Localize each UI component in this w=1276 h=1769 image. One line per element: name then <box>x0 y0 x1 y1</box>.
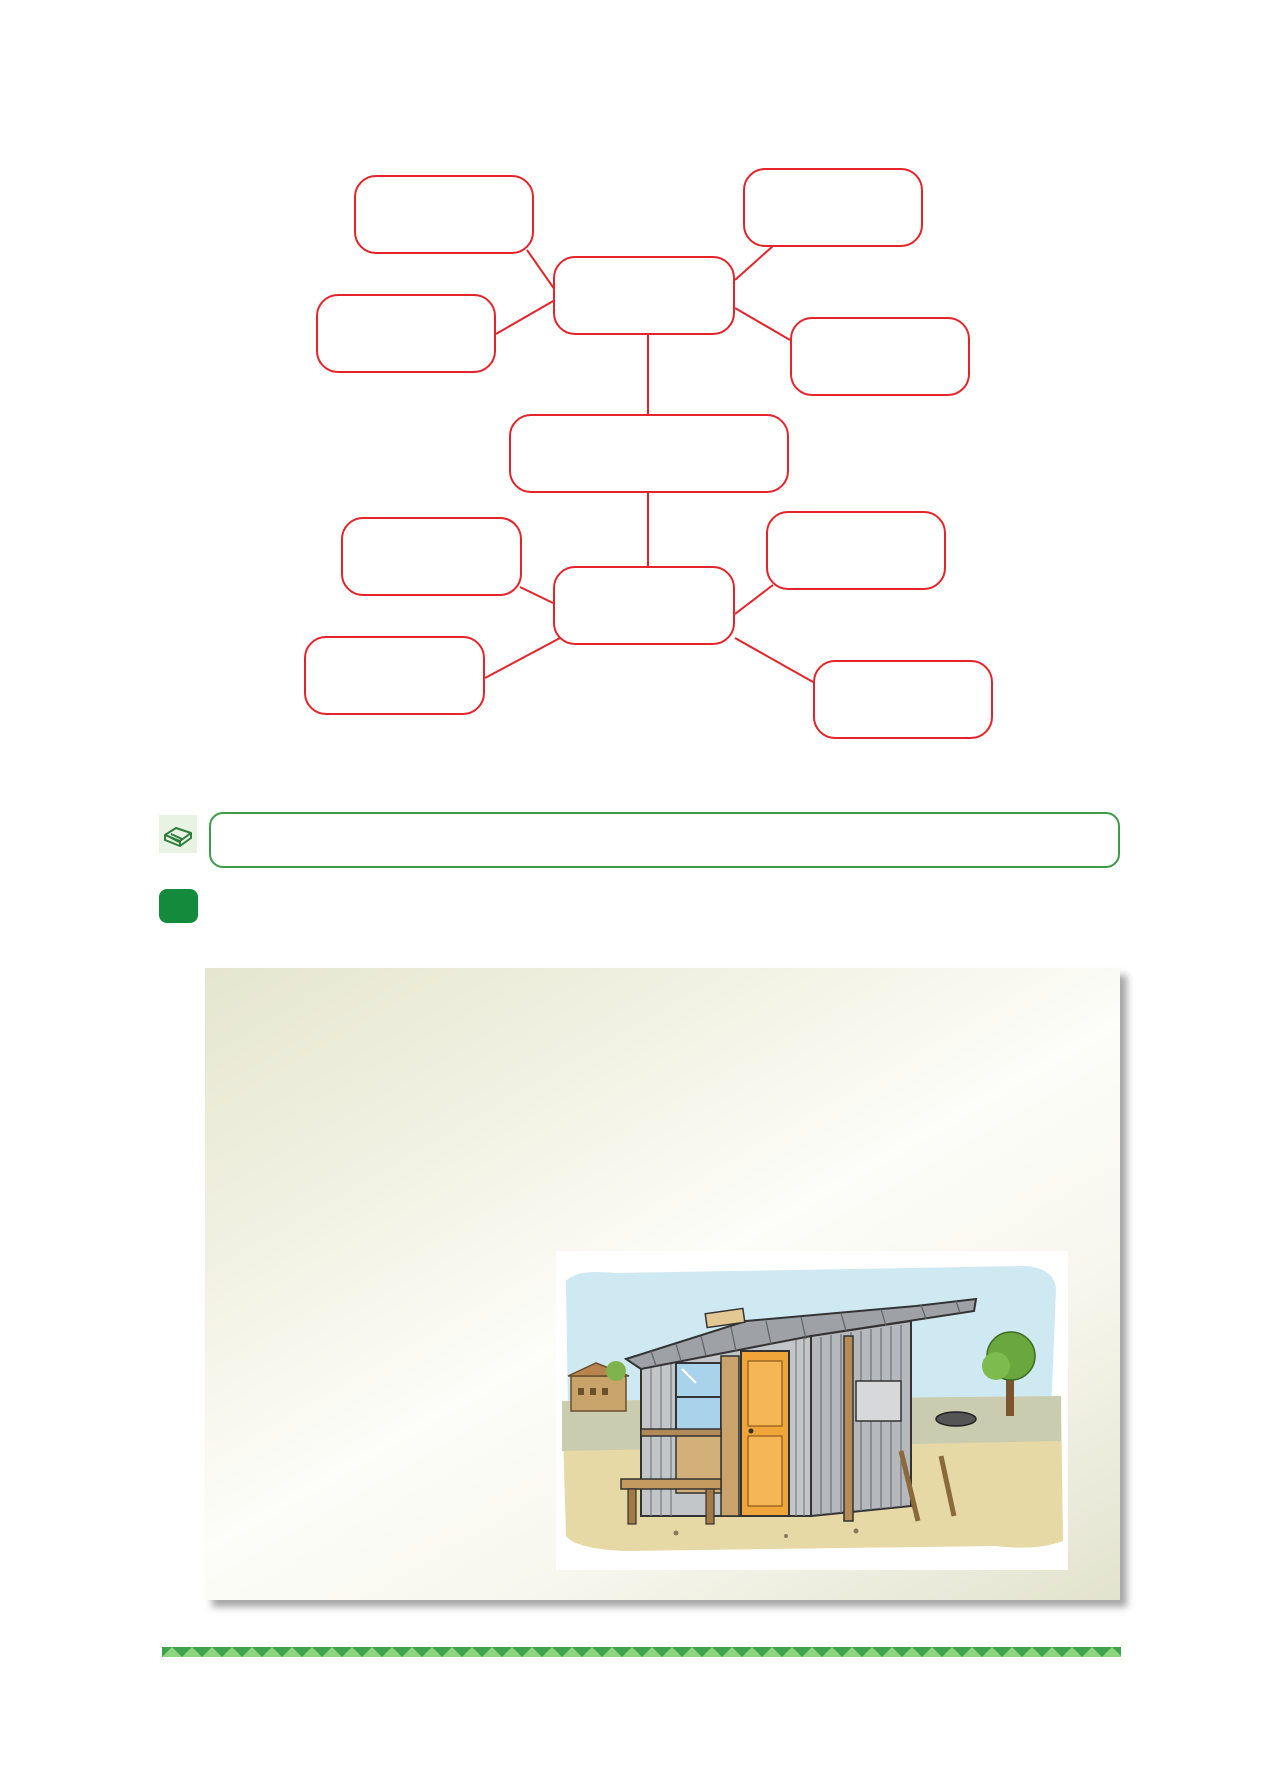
mind-map-node <box>813 660 993 739</box>
footer-triangle <box>282 1647 302 1657</box>
footer-triangle <box>462 1647 482 1657</box>
footer-triangle <box>722 1647 742 1657</box>
shack-illustration <box>556 1251 1068 1570</box>
mind-map-central-node <box>509 414 789 493</box>
footer-triangle <box>982 1647 1002 1657</box>
footer-triangle <box>222 1647 242 1657</box>
footer-triangle <box>482 1647 502 1657</box>
mind-map-node <box>341 517 522 596</box>
connector <box>526 249 556 291</box>
footer-triangle <box>702 1647 722 1657</box>
footer-triangle <box>502 1647 522 1657</box>
footer-triangle <box>882 1647 902 1657</box>
footer-triangle <box>542 1647 562 1657</box>
footer-triangle <box>662 1647 682 1657</box>
instruction-box <box>209 812 1120 868</box>
mind-map-node <box>354 175 534 254</box>
footer-triangle <box>262 1647 282 1657</box>
footer-triangle <box>922 1647 942 1657</box>
activity-marker <box>159 889 198 923</box>
footer-triangle <box>762 1647 782 1657</box>
mind-map-node <box>766 511 946 590</box>
footer-triangle <box>302 1647 322 1657</box>
footer-triangle <box>902 1647 922 1657</box>
footer-triangle <box>622 1647 642 1657</box>
footer-triangle <box>582 1647 602 1657</box>
connector <box>519 586 554 604</box>
footer-triangle <box>182 1647 202 1657</box>
mind-map-hub-node <box>553 566 735 645</box>
footer-triangle <box>1082 1647 1102 1657</box>
connector <box>734 637 814 683</box>
connector <box>495 299 556 335</box>
footer-triangle <box>382 1647 402 1657</box>
footer-triangle <box>782 1647 802 1657</box>
footer-triangle <box>362 1647 382 1657</box>
mind-map-node <box>304 636 485 715</box>
footer-triangle <box>962 1647 982 1657</box>
mind-map-hub-node <box>553 256 735 335</box>
footer-triangle <box>242 1647 262 1657</box>
connector <box>734 307 791 341</box>
footer-triangle <box>862 1647 882 1657</box>
footer-triangle <box>942 1647 962 1657</box>
footer-triangle <box>562 1647 582 1657</box>
footer-triangle <box>422 1647 442 1657</box>
footer-triangle <box>822 1647 842 1657</box>
footer-triangle <box>402 1647 422 1657</box>
mind-map-node <box>743 168 923 247</box>
footer-triangle <box>442 1647 462 1657</box>
footer-triangle <box>682 1647 702 1657</box>
case-study-panel <box>205 968 1120 1600</box>
mind-map-node <box>316 294 496 373</box>
footer-triangle <box>842 1647 862 1657</box>
footer-triangle <box>322 1647 342 1657</box>
footer-triangle <box>742 1647 762 1657</box>
footer-triangle <box>162 1647 182 1657</box>
book-icon <box>159 815 197 853</box>
footer-triangle <box>1022 1647 1042 1657</box>
footer-triangle <box>642 1647 662 1657</box>
footer-triangle <box>1002 1647 1022 1657</box>
footer-triangle <box>342 1647 362 1657</box>
footer-band <box>162 1644 1122 1657</box>
mind-map <box>0 0 1276 785</box>
footer-triangle <box>1062 1647 1082 1657</box>
connector <box>734 584 774 615</box>
mind-map-node <box>790 317 970 396</box>
footer-triangle <box>602 1647 622 1657</box>
footer-triangle <box>1102 1647 1122 1657</box>
connector <box>734 245 774 281</box>
footer-triangle <box>1042 1647 1062 1657</box>
footer-triangle <box>522 1647 542 1657</box>
mind-map-connectors <box>484 245 814 683</box>
footer-triangle <box>802 1647 822 1657</box>
connector <box>484 637 561 679</box>
footer-triangle <box>202 1647 222 1657</box>
